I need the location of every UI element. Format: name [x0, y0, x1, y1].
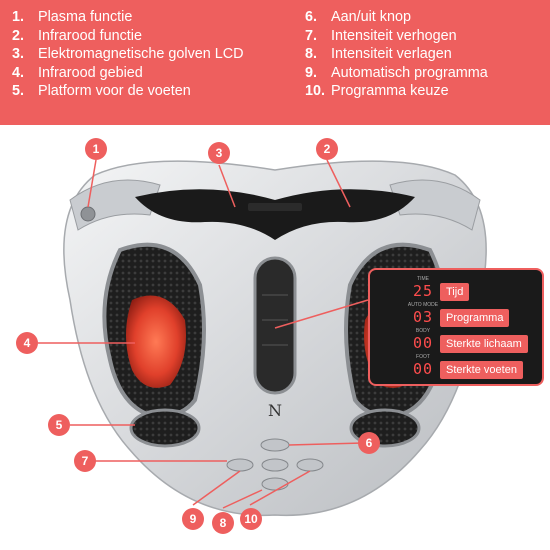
legend-item: 7.Intensiteit verhogen — [305, 27, 457, 44]
legend-item: 1.Plasma functie — [12, 9, 133, 25]
lcd-window — [248, 203, 302, 211]
legend-left-column: 1.Plasma functie 2.Infrarood functie 3.E… — [12, 8, 244, 101]
callout-2: 2 — [316, 138, 338, 160]
callout-9: 9 — [182, 508, 204, 530]
program-select-button — [296, 458, 324, 472]
brand-logo: N — [268, 401, 282, 420]
legend-item: 9.Automatisch programma — [305, 64, 488, 81]
lcd-caption: FOOT — [416, 354, 430, 360]
callout-10: 10 — [240, 508, 262, 530]
callout-7: 7 — [74, 450, 96, 472]
lcd-caption: AUTO MODE — [407, 302, 439, 308]
callout-6: 6 — [358, 432, 380, 454]
left-heel-pad — [129, 408, 201, 448]
lcd-program-value: 03 — [412, 308, 434, 326]
left-infrared-area — [126, 295, 186, 388]
legend-right-column: 6.Aan/uit knop 7.Intensiteit verhogen 8.… — [305, 8, 488, 101]
lcd-caption: BODY — [415, 328, 431, 334]
lcd-label-time: Tijd — [440, 283, 470, 301]
legend-item: 8.Intensiteit verlagen — [305, 46, 452, 63]
lcd-label-feet: Sterkte voeten — [440, 361, 523, 379]
lcd-body-intensity-value: 00 — [412, 334, 434, 352]
intensity-down-button — [261, 477, 289, 491]
legend-header: 1.Plasma functie 2.Infrarood functie 3.E… — [0, 0, 550, 125]
lcd-band — [135, 189, 415, 240]
legend-item: 5.Platform voor de voeten — [12, 83, 191, 100]
callout-1: 1 — [85, 138, 107, 160]
lcd-caption: TIME — [417, 276, 429, 282]
callout-8: 8 — [212, 512, 234, 534]
auto-program-button — [226, 458, 254, 472]
lcd-foot-intensity-value: 00 — [412, 360, 434, 378]
lcd-time-value: 25 — [412, 282, 434, 300]
lcd-label-body: Sterkte lichaam — [440, 335, 528, 353]
lcd-label-program: Programma — [440, 309, 510, 327]
legend-item: 3.Elektromagnetische golven LCD — [12, 46, 244, 63]
callout-3: 3 — [208, 142, 230, 164]
power-button — [260, 438, 290, 452]
intensity-up-button — [261, 458, 289, 472]
plasma-button-icon — [80, 206, 96, 222]
legend-item: 10.Programma keuze — [305, 83, 449, 100]
legend-item: 2.Infrarood functie — [12, 27, 142, 44]
callout-4: 4 — [16, 332, 38, 354]
legend-item: 6.Aan/uit knop — [305, 9, 412, 25]
legend-item: 4.Infrarood gebied — [12, 64, 143, 81]
lcd-inset: TIME 25 AUTO MODE 03 BODY 00 FOOT 00 Tij… — [368, 268, 544, 386]
callout-5: 5 — [48, 414, 70, 436]
center-control-strip — [253, 256, 297, 395]
